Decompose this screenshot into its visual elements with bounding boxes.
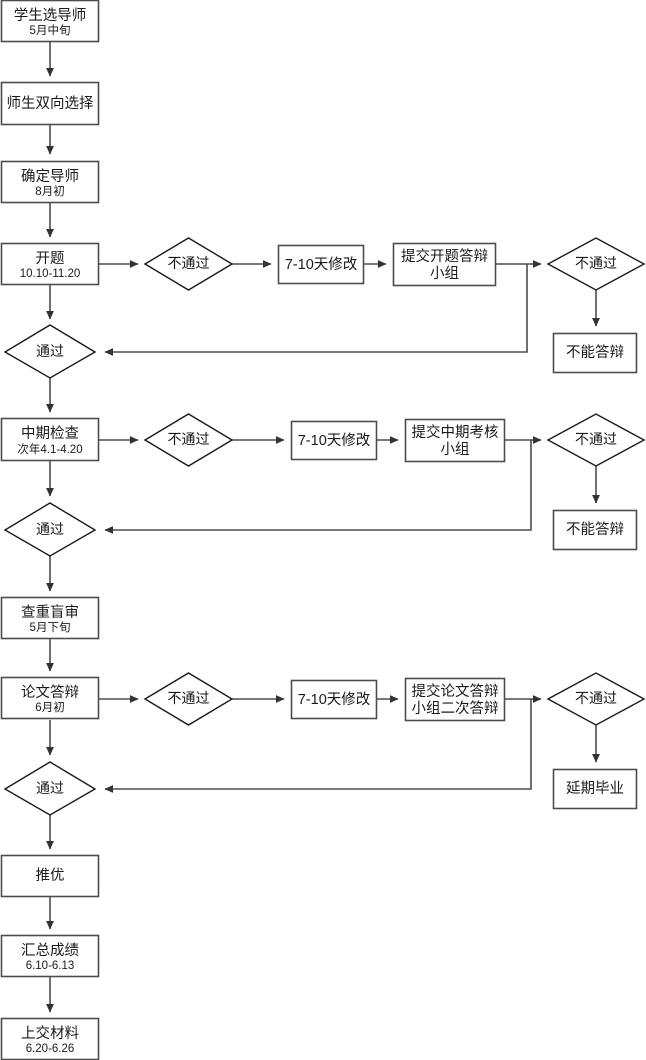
node-proposal-pass-label: 通过 [36,343,64,359]
node-summarize-sub: 6.10-6.13 [26,960,75,972]
node-recommend-label: 推优 [36,867,65,884]
node-proposal-submit-main: 提交开题答辩 [401,247,488,265]
node-proposal-revise-label: 7-10天修改 [285,256,358,273]
edge-submit-back-to-pass [104,264,528,356]
node-confirm-advisor[interactable]: 确定导师 8月初 [0,160,100,204]
node-defense-pass-label: 通过 [36,780,64,796]
node-midterm-main: 中期检查 [21,425,79,442]
node-plagiarism-check[interactable]: 查重盲审 5月下旬 [0,596,100,640]
node-defense-submit-sub: 小组二次答辩 [412,700,499,717]
node-recommend[interactable]: 推优 [0,854,100,898]
node-midterm-revise-label: 7-10天修改 [298,432,371,449]
node-confirm-advisor-main: 确定导师 [21,168,79,185]
node-select-advisor[interactable]: 学生选导师 5月中旬 [0,0,100,43]
node-defense-revise-label: 7-10天修改 [298,691,371,708]
node-select-advisor-sub: 5月中旬 [30,24,71,37]
node-plagiarism-check-main: 查重盲审 [21,604,79,621]
node-proposal-fail[interactable]: 不通过 [143,237,234,291]
node-defense-sub: 6月初 [35,700,64,714]
node-defense-fail[interactable]: 不通过 [143,672,234,726]
node-defense[interactable]: 论文答辩 6月初 [0,676,100,720]
node-midterm-nodefense[interactable]: 不能答辩 [552,509,638,551]
node-defense-fail2-label: 不通过 [575,690,617,706]
node-defense-fail2[interactable]: 不通过 [546,672,646,726]
node-confirm-advisor-sub: 8月初 [35,184,64,198]
node-midterm-nodefense-label: 不能答辩 [566,521,624,538]
node-proposal-fail-label: 不通过 [168,255,210,271]
node-defense-submit[interactable]: 提交论文答辩 小组二次答辩 [404,677,506,722]
node-midterm-fail2-label: 不通过 [575,431,617,447]
node-midterm-revise[interactable]: 7-10天修改 [290,420,378,461]
node-defense-main: 论文答辩 [21,684,79,701]
edges [46,42,600,1013]
node-defense-delay[interactable]: 延期毕业 [552,768,638,810]
node-defense-pass[interactable]: 通过 [3,761,97,816]
node-submit-materials[interactable]: 上交材料 6.20-6.26 [0,1017,100,1060]
node-midterm-submit[interactable]: 提交中期考核 小组 [404,418,506,463]
node-defense-delay-label: 延期毕业 [566,780,624,797]
node-defense-revise[interactable]: 7-10天修改 [290,679,378,720]
node-proposal-fail2-label: 不通过 [575,255,617,271]
node-summarize-main: 汇总成绩 [21,942,79,959]
node-proposal-nodefense-label: 不能答辩 [566,344,624,361]
node-submit-materials-main: 上交材料 [21,1024,79,1042]
node-proposal-submit[interactable]: 提交开题答辩 小组 [392,242,497,287]
node-proposal-submit-sub: 小组 [430,265,459,282]
node-midterm-pass-label: 通过 [36,521,64,537]
node-midterm-fail-label: 不通过 [168,431,210,447]
node-proposal-pass[interactable]: 通过 [3,324,97,379]
edge-dsubmit-back-to-pass [104,699,532,793]
node-proposal-fail2[interactable]: 不通过 [546,237,646,291]
node-midterm[interactable]: 中期检查 次年4.1-4.20 [0,417,100,462]
node-select-advisor-main: 学生选导师 [14,7,87,24]
node-submit-materials-sub: 6.20-6.26 [26,1043,75,1055]
node-proposal-sub: 10.10-11.20 [20,268,81,280]
node-mutual-choice-main: 师生双向选择 [7,95,94,112]
node-midterm-submit-main: 提交中期考核 [412,423,499,441]
node-proposal[interactable]: 开题 10.10-11.20 [0,242,100,286]
node-defense-fail-label: 不通过 [168,690,210,706]
node-proposal-revise[interactable]: 7-10天修改 [277,244,365,285]
node-midterm-pass[interactable]: 通过 [3,502,97,557]
node-plagiarism-check-sub: 5月下旬 [30,621,71,634]
node-midterm-submit-sub: 小组 [441,441,470,458]
node-midterm-fail[interactable]: 不通过 [143,413,234,467]
node-proposal-main: 开题 [36,251,65,267]
node-proposal-nodefense[interactable]: 不能答辩 [552,332,638,374]
node-midterm-sub: 次年4.1-4.20 [17,442,82,456]
edge-msubmit-back-to-pass [104,440,532,534]
node-midterm-fail2[interactable]: 不通过 [546,413,646,467]
node-mutual-choice[interactable]: 师生双向选择 [0,81,100,126]
node-defense-submit-main: 提交论文答辩 [412,682,499,700]
node-summarize[interactable]: 汇总成绩 6.10-6.13 [0,934,100,978]
